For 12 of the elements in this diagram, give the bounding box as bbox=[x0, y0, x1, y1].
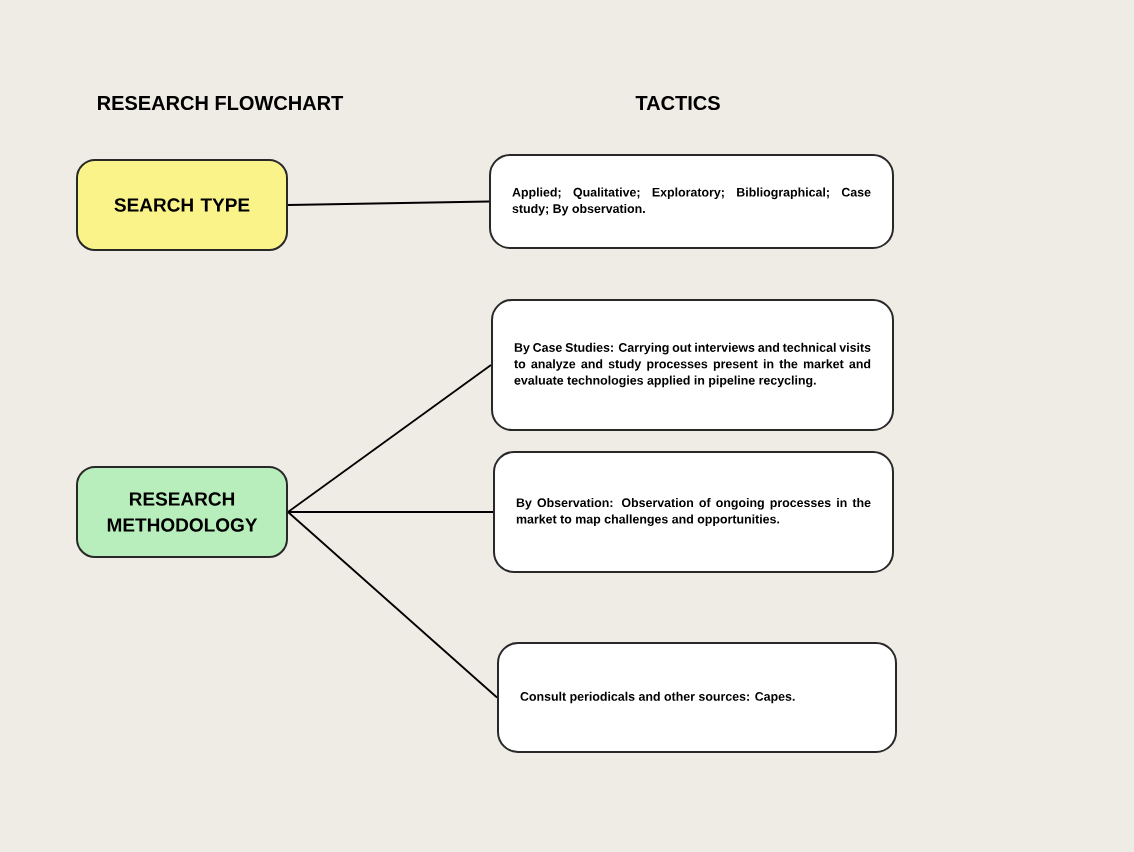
connector-line bbox=[287, 511, 494, 513]
connector-line bbox=[287, 511, 498, 699]
column-heading: TACTICS bbox=[635, 95, 720, 111]
connector-line bbox=[287, 364, 492, 513]
tactic-box: By Observation: Observation of ongoing processes in the market to map challenges and opportunities. bbox=[493, 451, 894, 573]
tactic-box: Applied; Qualitative; Exploratory; Bibliographical; Case study; By observation. bbox=[489, 154, 894, 249]
category-box: SEARCH TYPE bbox=[76, 159, 288, 251]
category-box: RESEARCH METHODOLOGY bbox=[76, 466, 288, 558]
connector-line bbox=[287, 200, 490, 206]
tactic-box: Consult periodicals and other sources: Capes. bbox=[497, 642, 897, 753]
column-heading: RESEARCH FLOWCHART bbox=[98, 95, 344, 111]
tactic-box: By Case Studies: Carrying out interviews and technical visits to analyze and study processes present in the market and evaluate technologies applied in pipeline recycling. bbox=[491, 299, 894, 431]
